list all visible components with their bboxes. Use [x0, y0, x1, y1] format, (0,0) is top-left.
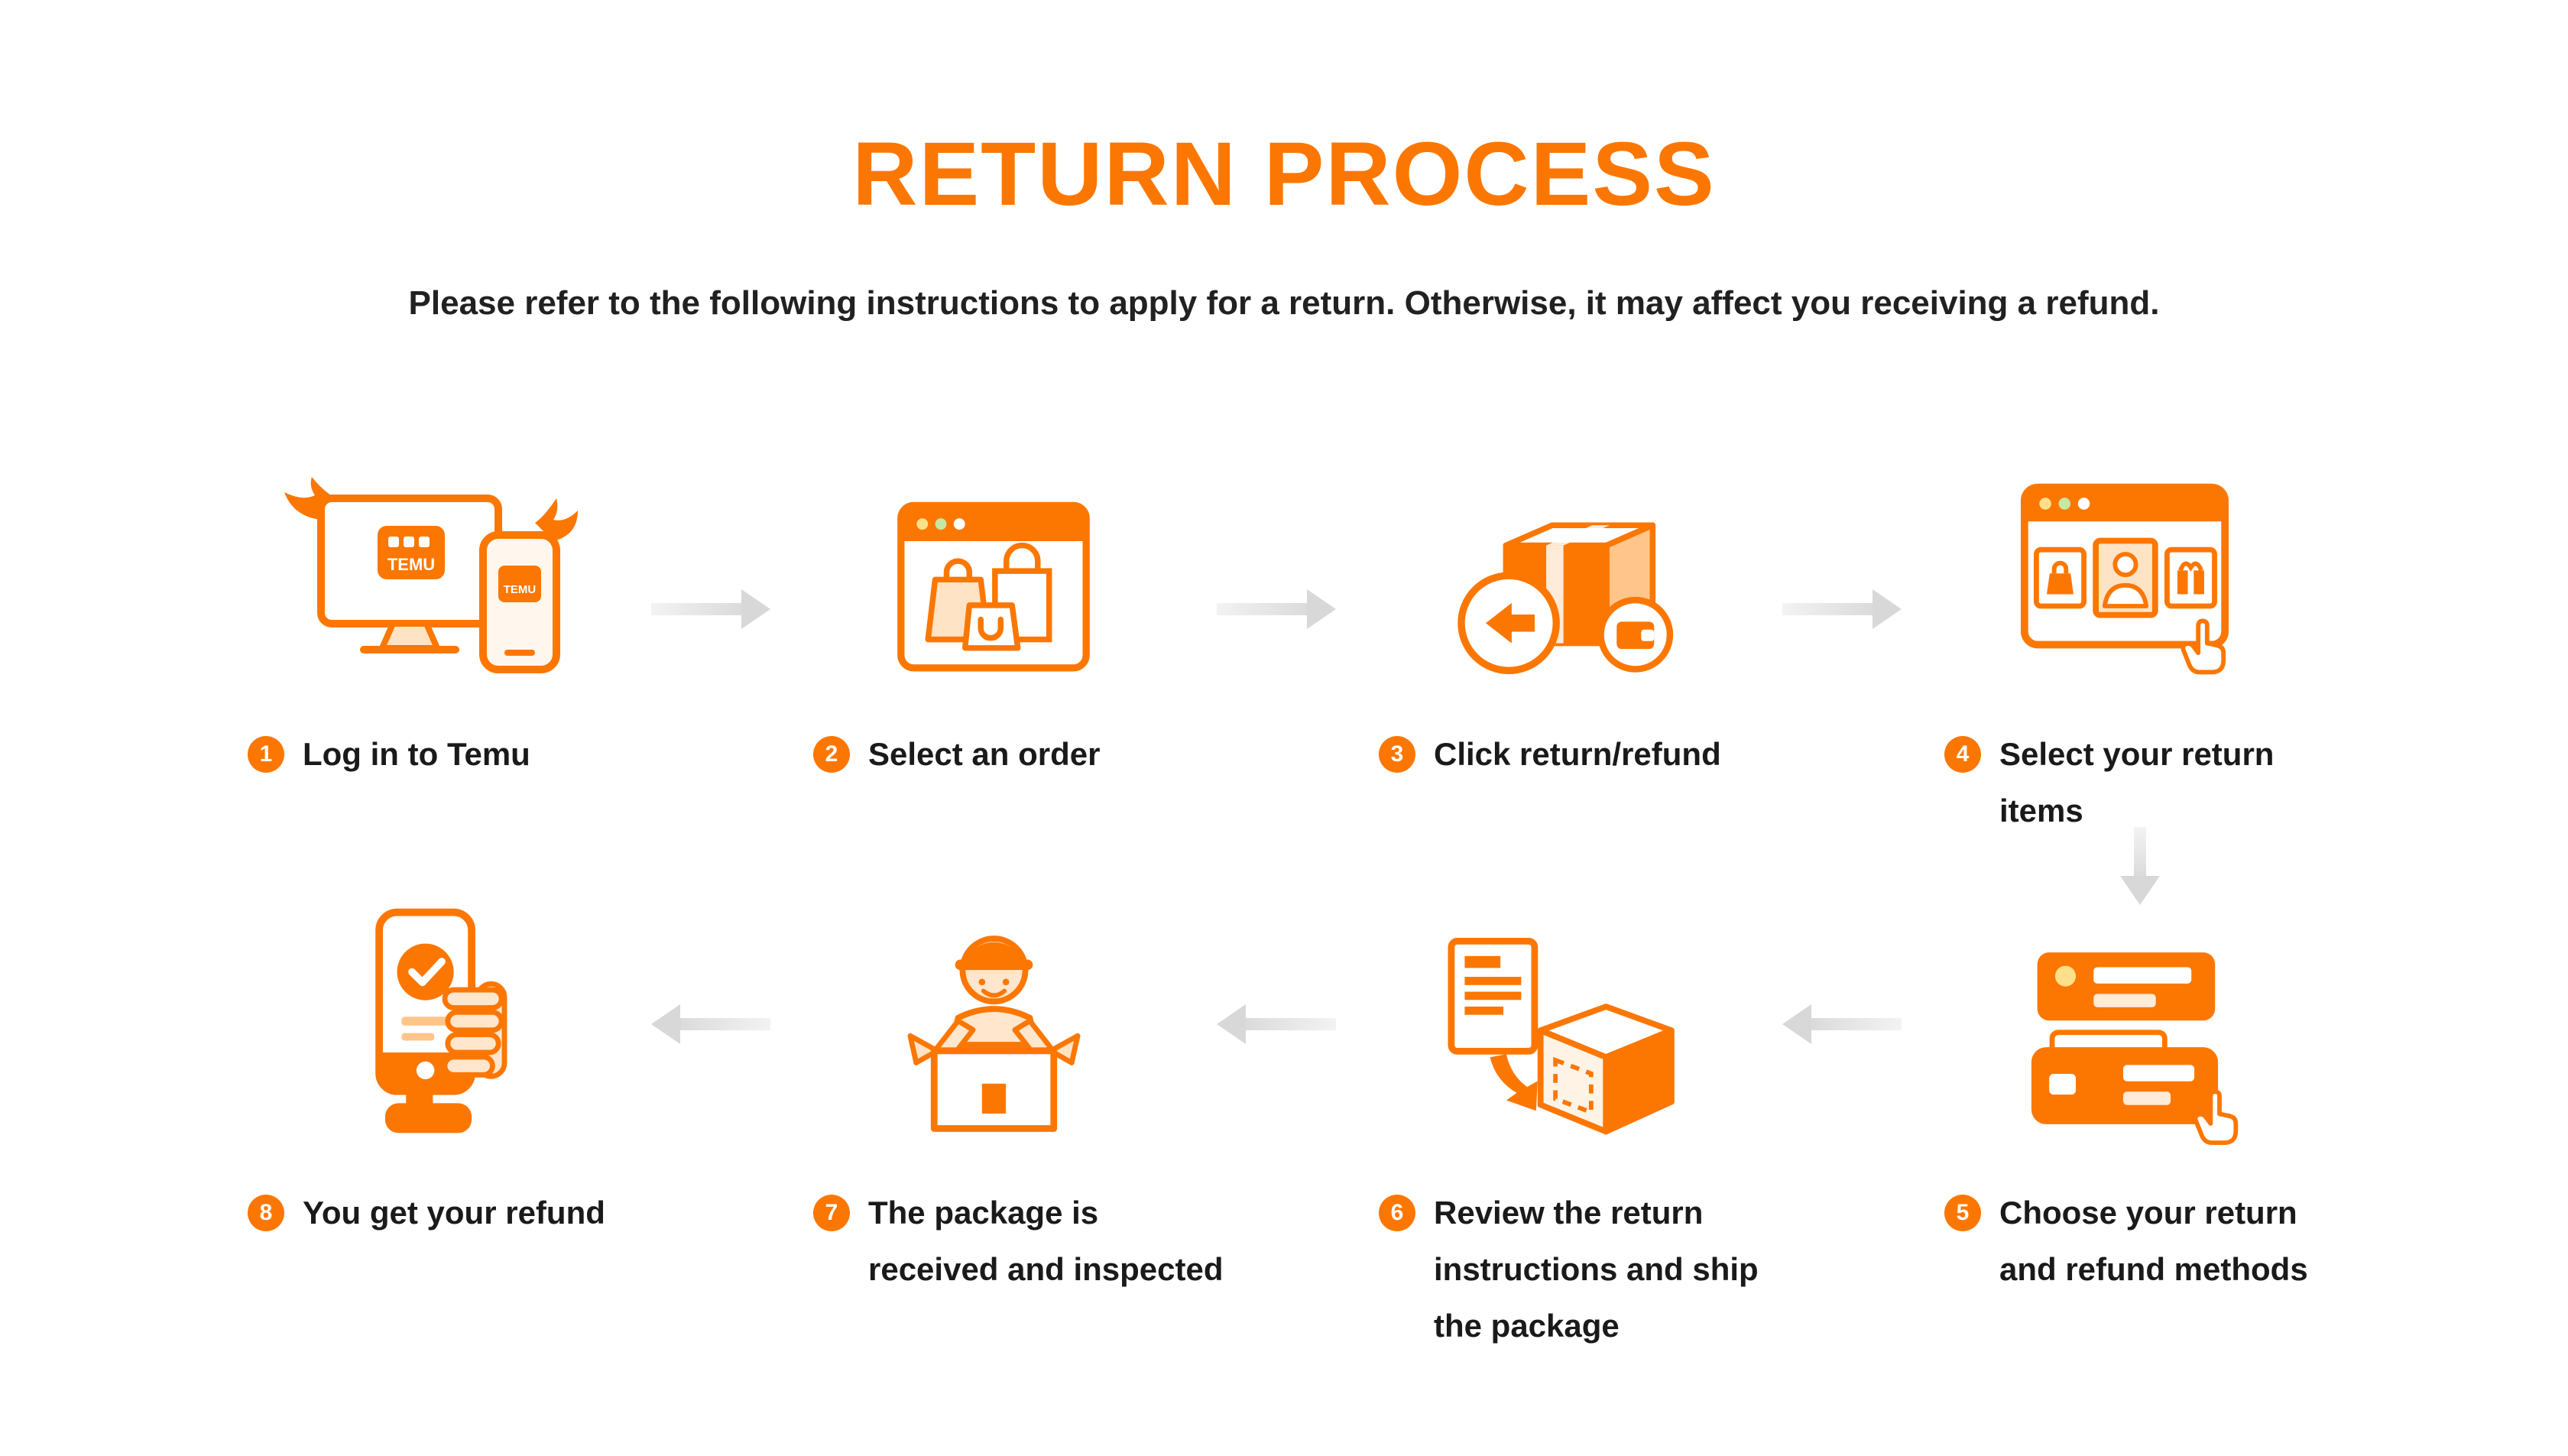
step-8-label-row: 8 You get your refund	[183, 1185, 673, 1241]
browser-dot-icon	[916, 518, 929, 530]
browser-dot-icon	[953, 518, 965, 530]
page-title: RETURN PROCESS	[852, 124, 1716, 225]
temu-logo-text-phone: TEMU	[504, 583, 537, 596]
checkmark-icon	[407, 958, 446, 987]
step-1-number-badge: 1	[248, 736, 284, 773]
step-8-label: You get your refund	[303, 1195, 605, 1231]
step-1-label-row: 1 Log in to Temu	[183, 726, 673, 783]
hand-phone-refund-check-icon	[183, 908, 673, 1146]
step-1-label: Log in to Temu	[303, 736, 530, 772]
worker-inspect-package-icon	[749, 910, 1238, 1146]
step-2: 2 Select an order	[749, 459, 1238, 783]
finger-icon	[444, 1032, 501, 1056]
refund-received-illustration	[374, 908, 507, 1133]
return-arrow-icon	[1486, 602, 1535, 644]
step-3-label: Click return/refund	[1434, 736, 1721, 772]
finger-icon	[442, 1054, 495, 1078]
desktop-and-phone-temu-login-icon: TEMU TEMU	[183, 459, 673, 688]
ship-package-illustration	[1448, 938, 1675, 1135]
flow-arrow-step7-to-step8	[651, 1004, 770, 1044]
step-8-number-badge: 8	[248, 1195, 284, 1231]
temu-logo-text-monitor: TEMU	[387, 555, 435, 574]
step-6-number-badge: 6	[1379, 1195, 1415, 1231]
step-3-label-row: 3 Click return/refund	[1315, 726, 1804, 783]
cap-icon	[963, 942, 1024, 965]
wallet-icon	[1616, 621, 1655, 650]
step-4-label: Select your return items	[1999, 736, 2275, 829]
return-refund-illustration	[1457, 522, 1674, 675]
card-wallet-cursor-icon	[1880, 910, 2369, 1146]
wing-right-icon	[535, 498, 578, 541]
browser-select-items-cursor-icon	[1880, 459, 2369, 688]
step-4: 4 Select your return items	[1880, 459, 2369, 839]
curved-arrow-icon	[1490, 1054, 1538, 1111]
refund-methods-illustration	[2031, 952, 2239, 1146]
step-2-label: Select an order	[868, 736, 1101, 772]
step-7-label: The package is received and inspected	[868, 1195, 1224, 1287]
step-2-number-badge: 2	[813, 736, 850, 773]
step-5-label: Choose your return and refund methods	[1999, 1195, 2308, 1287]
instructions-into-package-icon	[1315, 910, 1804, 1146]
step-2-label-row: 2 Select an order	[749, 726, 1238, 783]
box-label-icon	[981, 1083, 1006, 1114]
step-3: 3 Click return/refund	[1315, 459, 1804, 783]
package-return-wallet-icon	[1315, 459, 1804, 688]
browser-dot-icon	[935, 518, 947, 530]
step-6: 6 Review the return instructions and shi…	[1315, 910, 1804, 1354]
step-5-number-badge: 5	[1944, 1195, 1981, 1231]
step-6-label: Review the return instructions and ship …	[1434, 1195, 1759, 1344]
credit-card-icon	[2037, 952, 2216, 1021]
clothing-item-icon	[2102, 582, 2149, 608]
flow-arrow-step5-to-step6	[1782, 1004, 1902, 1044]
flow-arrow-step1-to-step2	[651, 589, 770, 629]
flow-arrow-step4-to-step5	[2120, 827, 2160, 905]
select-items-illustration	[2021, 483, 2229, 675]
browser-dot-icon	[2058, 498, 2071, 510]
flow-arrow-step2-to-step3	[1217, 589, 1336, 629]
finger-icon	[442, 987, 504, 1010]
step-5: 5 Choose your return and refund methods	[1880, 910, 2369, 1298]
flow-arrow-step3-to-step4	[1782, 589, 1902, 629]
flow-arrow-step6-to-step7	[1217, 1004, 1336, 1044]
step-1: TEMU TEMU 1 Log in to Temu	[183, 459, 673, 783]
finger-icon	[444, 1009, 504, 1033]
package-inspected-illustration	[907, 936, 1080, 1132]
step-4-label-row: 4 Select your return items	[1880, 726, 2369, 839]
bag-item-icon	[2047, 573, 2074, 595]
step-4-number-badge: 4	[1944, 736, 1981, 773]
step-7: 7 The package is received and inspected	[749, 910, 1238, 1298]
step-5-label-row: 5 Choose your return and refund methods	[1880, 1185, 2369, 1298]
select-order-illustration	[897, 501, 1090, 672]
step-7-number-badge: 7	[813, 1195, 850, 1231]
browser-shopping-bags-icon	[749, 459, 1238, 688]
browser-dot-icon	[2039, 498, 2051, 510]
login-devices-illustration: TEMU TEMU	[284, 477, 578, 673]
page-subtitle: Please refer to the following instructio…	[408, 284, 2160, 322]
step-8: 8 You get your refund	[183, 908, 673, 1241]
step-6-label-row: 6 Review the return instructions and shi…	[1315, 1185, 1804, 1354]
step-7-label-row: 7 The package is received and inspected	[749, 1185, 1238, 1298]
hand-cursor-icon	[2181, 618, 2226, 675]
browser-dot-icon	[2077, 498, 2090, 510]
step-3-number-badge: 3	[1379, 736, 1415, 773]
hand-cursor-icon	[2193, 1089, 2239, 1146]
